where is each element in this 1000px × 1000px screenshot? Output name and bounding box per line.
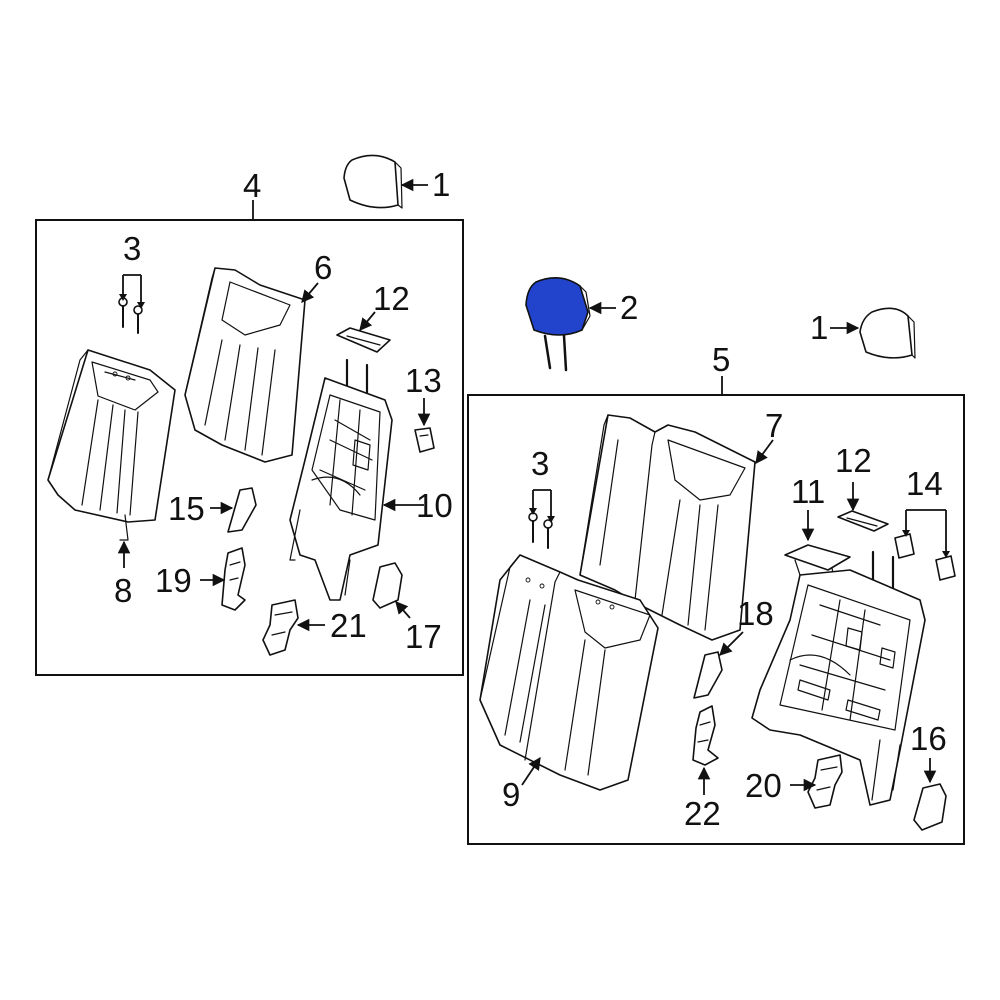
leader-18 (719, 631, 744, 656)
bolts-3-right[interactable] (528, 512, 553, 549)
right-group-frame (467, 394, 965, 845)
switch-13[interactable] (414, 427, 435, 453)
bracket-20[interactable] (807, 754, 843, 809)
seatback-cover-9[interactable] (479, 554, 659, 791)
leader-3-left (122, 274, 142, 304)
callout-1-top: 1 (432, 166, 450, 203)
callout-3-left: 3 (123, 230, 141, 267)
leader-17 (395, 601, 411, 619)
callout-2: 2 (620, 289, 638, 326)
callout-22: 22 (684, 795, 721, 832)
bracket-21[interactable] (262, 599, 299, 656)
trim-cover-17[interactable] (372, 562, 403, 609)
seatback-panel-6[interactable] (184, 267, 306, 463)
callout-14: 14 (906, 465, 943, 502)
headrest-2-highlighted[interactable] (525, 277, 591, 372)
seatback-panel-7[interactable] (579, 414, 756, 641)
callout-13: 13 (405, 362, 442, 399)
seatback-cover-8[interactable] (47, 349, 176, 541)
leader-7 (755, 439, 774, 465)
callout-20: 20 (745, 767, 782, 804)
callout-8: 8 (114, 572, 132, 609)
callout-18: 18 (737, 595, 774, 632)
callout-19: 19 (155, 562, 192, 599)
leader-6 (301, 282, 319, 303)
trim-cover-16[interactable] (913, 783, 947, 831)
callout-9: 9 (502, 776, 520, 813)
leader-14 (905, 509, 947, 553)
trim-cover-15[interactable] (227, 487, 257, 533)
left-group-frame (35, 219, 464, 676)
callout-16: 16 (910, 720, 947, 757)
callout-12-right: 12 (835, 442, 872, 479)
callout-15: 15 (168, 490, 205, 527)
leader-3-right (532, 489, 552, 518)
callout-7: 7 (765, 407, 783, 444)
callout-5: 5 (712, 341, 730, 378)
bracket-22[interactable] (692, 705, 719, 766)
headrest-1-top[interactable] (343, 154, 403, 209)
callout-11: 11 (791, 473, 825, 510)
callout-12-left: 12 (373, 280, 410, 317)
callout-21: 21 (330, 607, 367, 644)
callout-6: 6 (314, 249, 332, 286)
leader-12-left (359, 311, 376, 331)
headrest-1-right[interactable] (859, 307, 916, 359)
callout-3-right: 3 (531, 445, 549, 482)
bracket-19[interactable] (221, 547, 246, 611)
seatback-frame-right[interactable] (751, 550, 926, 806)
bezel-12-left[interactable] (336, 327, 391, 353)
callout-4: 4 (243, 167, 261, 204)
callout-1-right: 1 (810, 309, 828, 346)
trim-cover-18[interactable] (693, 651, 723, 699)
callout-10: 10 (416, 487, 453, 524)
bolts-3-left[interactable] (118, 297, 143, 334)
callout-17: 17 (405, 618, 442, 655)
leader-9 (521, 756, 541, 786)
bezel-12-right[interactable] (837, 510, 889, 532)
switches-14[interactable] (894, 533, 956, 581)
seatback-frame-10[interactable] (289, 358, 393, 601)
